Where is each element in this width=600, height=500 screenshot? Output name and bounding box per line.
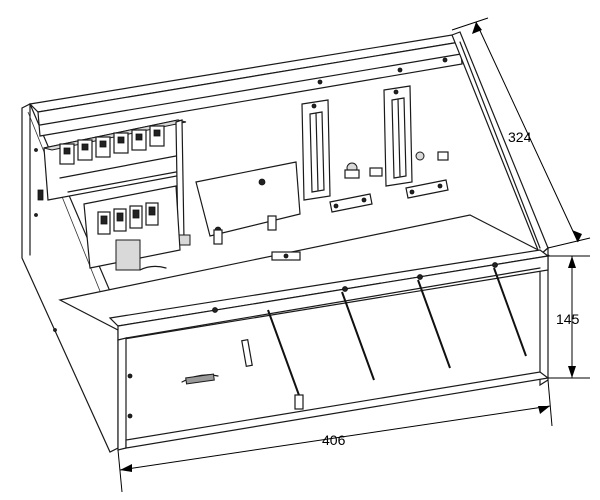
- mounting-plate: [195, 161, 301, 245]
- floor-crossbars: [267, 267, 527, 410]
- side-slot: [37, 189, 44, 201]
- right-side-wall: [451, 31, 549, 387]
- dimension-width-label: 406: [322, 432, 346, 448]
- rail-screw: [317, 79, 323, 85]
- terminal-cells: [59, 125, 165, 165]
- dimension-depth: 324: [451, 17, 591, 249]
- rail-brackets: [271, 179, 449, 261]
- dimension-height-label: 145: [556, 311, 580, 327]
- dimension-height: 145: [548, 255, 590, 379]
- relay-modules: [83, 185, 181, 271]
- transformer: [115, 239, 141, 271]
- din-rail-right: [383, 85, 413, 187]
- dimension-width: 406: [117, 379, 553, 493]
- terminal-block: [43, 119, 187, 201]
- rail-screw: [442, 57, 448, 63]
- din-rail-left: [301, 99, 331, 201]
- dimension-depth-label: 324: [508, 129, 532, 145]
- rail-screw: [397, 67, 403, 73]
- front-top-rail: [108, 249, 550, 341]
- small-fittings: [344, 151, 449, 179]
